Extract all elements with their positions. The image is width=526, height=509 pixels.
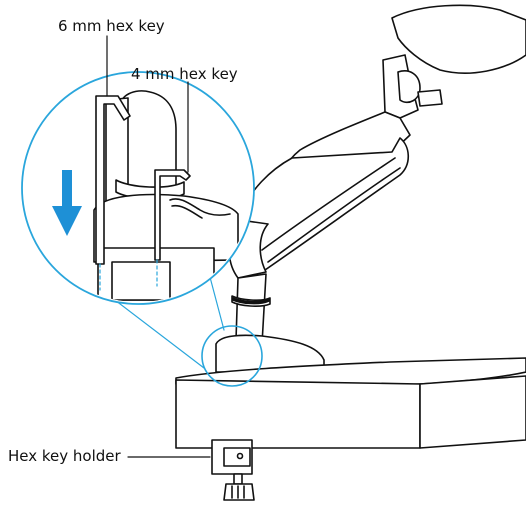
detail-magnifier	[21, 71, 255, 305]
magnified-block-inner	[111, 261, 171, 301]
upper-arm-groove-2	[267, 167, 401, 263]
label-4mm-hex-key: 4 mm hex key	[131, 65, 238, 83]
monitor-plate	[391, 4, 526, 74]
pole-ring	[232, 297, 270, 305]
pole-base	[215, 334, 325, 373]
clamp-hole	[236, 452, 244, 460]
monitor-arm	[175, 4, 526, 501]
clamp-knob	[223, 483, 255, 501]
vesa-joint	[397, 70, 421, 104]
hex-key-6mm	[95, 95, 131, 265]
desk-front	[175, 379, 421, 449]
magnified-spring-2	[171, 204, 203, 219]
clamp-screw	[233, 473, 243, 485]
desk-side	[419, 375, 526, 449]
upper-arm-groove	[261, 157, 396, 251]
label-hex-key-holder: Hex key holder	[8, 447, 121, 465]
clamp-knob-grip	[231, 485, 245, 499]
detail-circle	[201, 325, 263, 387]
label-6mm-hex-key: 6 mm hex key	[58, 17, 165, 35]
magnified-pole	[119, 90, 177, 191]
down-arrow-icon	[52, 170, 82, 236]
tilt-knob	[417, 89, 443, 107]
magnified-spring	[169, 198, 231, 216]
